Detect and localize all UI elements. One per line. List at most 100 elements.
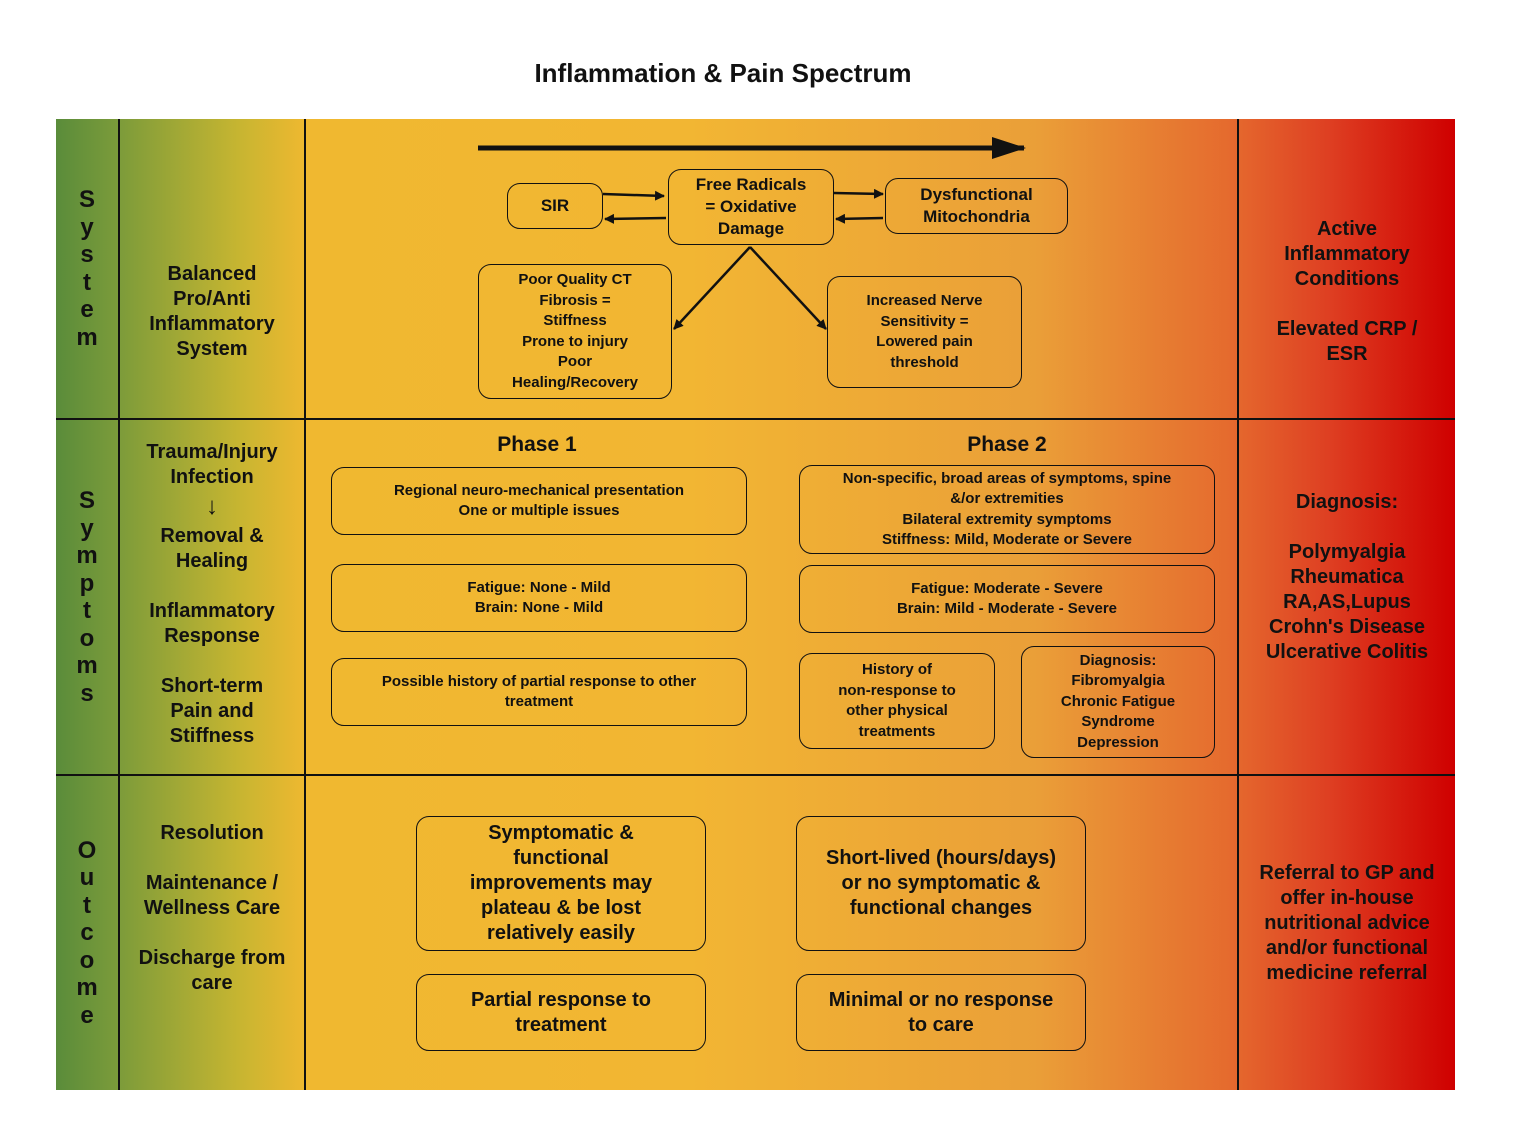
- text-line: ESR: [1326, 342, 1368, 365]
- text-line: improvements may: [469, 872, 653, 894]
- text-line: and/or functional: [1265, 936, 1429, 959]
- text-line: Fatigue: Moderate - Severe: [911, 579, 1103, 597]
- text-line: Symptomatic &: [488, 822, 634, 844]
- row-label-letter: y: [80, 514, 94, 542]
- text-line: Poor: [557, 353, 593, 370]
- text-line: Mitochondria: [923, 207, 1030, 226]
- text-line: Poor Quality CT: [518, 271, 632, 288]
- text-line: non-response to: [838, 681, 956, 699]
- row-label-letter: o: [79, 946, 95, 974]
- row-label-letter: o: [79, 624, 95, 652]
- phase2-title: Phase 2: [967, 433, 1047, 456]
- text-line: care: [191, 971, 233, 994]
- text-line: Stiffness: Mild, Moderate or Severe: [881, 531, 1133, 548]
- row-label-letter: p: [79, 569, 95, 597]
- text-line: Minimal or no response: [828, 988, 1054, 1011]
- text-line: System: [176, 337, 248, 360]
- text-line: Rheumatica: [1290, 565, 1404, 588]
- text-line: Crohn's Disease: [1269, 615, 1425, 638]
- row-label-letter: e: [80, 1001, 94, 1029]
- text-line: Wellness Care: [143, 896, 281, 919]
- flow-arrows: [478, 137, 1026, 330]
- row-label-letter: s: [80, 241, 94, 268]
- text-line: Brain: None - Mild: [474, 599, 604, 616]
- text-line: Stiffness: [169, 724, 255, 747]
- divider-state-column: [304, 119, 306, 1090]
- text-line: Increased Nerve: [866, 292, 983, 309]
- text-line: Short-term: [160, 674, 264, 697]
- text-line: to care: [908, 1013, 974, 1036]
- text-line: offer in-house: [1280, 886, 1414, 909]
- text-line: Free Radicals: [695, 175, 807, 194]
- phase2-presentation-box: Non-specific, broad areas of symptoms, s…: [799, 465, 1215, 554]
- row-label-letter: t: [83, 268, 91, 296]
- text-line: &/or extremities: [950, 490, 1064, 507]
- text-line: Non-specific, broad areas of symptoms, s…: [842, 469, 1172, 487]
- text-line: Depression: [1077, 733, 1159, 751]
- diagram-title: Inflammation & Pain Spectrum: [534, 58, 912, 88]
- text-line: Sensitivity =: [880, 312, 969, 330]
- text-line: Referral to GP and: [1259, 861, 1435, 884]
- text-line: RA,AS,Lupus: [1283, 590, 1411, 613]
- text-line: plateau & be lost: [480, 897, 642, 919]
- text-line: Possible history of partial response to …: [381, 672, 697, 690]
- sir-to-radicals-arrow: [602, 190, 665, 201]
- divider-symptoms-outcome: [56, 774, 1455, 776]
- divider-right-column: [1237, 119, 1239, 1090]
- divider-label-column: [118, 119, 120, 1090]
- text-line: Active: [1316, 217, 1378, 240]
- text-line: Inflammatory: [1284, 242, 1410, 265]
- text-line: Bilateral extremity symptoms: [902, 510, 1112, 528]
- text-line: Resolution: [160, 821, 264, 844]
- text-line: Infection: [170, 465, 254, 488]
- text-line: threshold: [890, 353, 959, 371]
- text-line: Polymyalgia: [1288, 540, 1406, 563]
- text-line: relatively easily: [487, 922, 635, 944]
- text-line: Balanced: [167, 262, 257, 285]
- text-line: Syndrome: [1081, 713, 1155, 731]
- row-label-letter: c: [80, 919, 94, 947]
- text-line: Prone to injury: [522, 332, 628, 350]
- outcome-phase2-shortlived-box: Short-lived (hours/days)or no symptomati…: [796, 816, 1086, 951]
- text-line: Chronic Fatigue: [1060, 692, 1176, 710]
- text-line: = Oxidative: [705, 197, 797, 216]
- radicals-to-nerve-arrow: [749, 246, 827, 330]
- sir-box: SIR: [507, 183, 603, 229]
- down-arrow-icon: ↓: [206, 492, 218, 520]
- text-line: Dysfunctional: [920, 185, 1033, 204]
- row-label-letter: m: [76, 974, 98, 1002]
- text-line: Response: [164, 624, 260, 647]
- text-line: Pro/Anti: [173, 287, 251, 310]
- row-label-letter: u: [79, 864, 95, 892]
- text-line: Diagnosis:: [1295, 490, 1399, 513]
- text-line: Fibromyalgia: [1071, 672, 1165, 690]
- divider-system-symptoms: [56, 418, 1455, 420]
- text-line: Partial response to: [470, 988, 652, 1011]
- text-line: Conditions: [1294, 267, 1400, 290]
- text-line: Healing: [175, 549, 249, 572]
- row-label-letter: m: [76, 652, 98, 679]
- text-line: History of: [861, 661, 932, 678]
- row-label-letter: m: [76, 323, 98, 351]
- text-line: Healing/Recovery: [512, 373, 638, 391]
- text-line: Inflammatory: [149, 312, 275, 335]
